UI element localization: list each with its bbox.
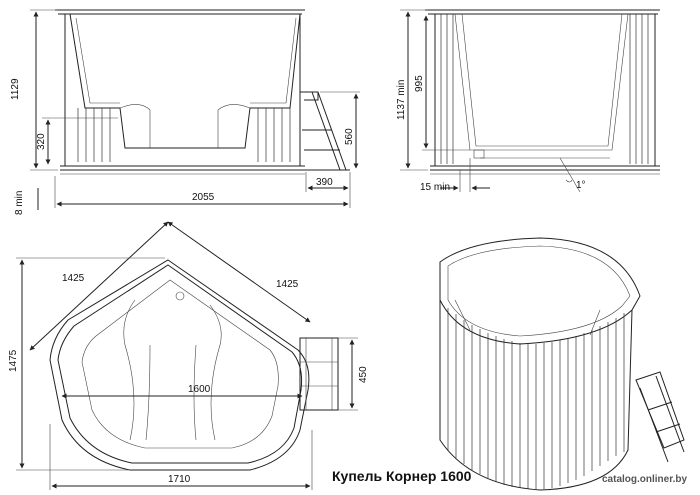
- plan-view: 1425 1425 1475 1600 450 1710: [8, 221, 369, 490]
- dim-side-offset: 15 min: [420, 182, 450, 193]
- dim-step-depth: 390: [316, 177, 333, 188]
- plan-step: [299, 337, 339, 411]
- front-slats: [77, 108, 291, 162]
- dim-front-width: 2055: [192, 192, 215, 203]
- perspective-view: [439, 237, 685, 491]
- dim-seat-height: 320: [36, 133, 47, 150]
- dim-leg-gap: 8 min: [14, 191, 25, 215]
- dim-plan-side-right: 1425: [276, 279, 299, 290]
- dim-side-inner-depth: 995: [414, 75, 425, 92]
- dim-side-height: 1137 min: [396, 80, 407, 120]
- front-step: [300, 91, 350, 171]
- side-view: 1137 min 995 15 min 1°: [396, 9, 660, 193]
- caption: Купель Корнер 1600: [332, 468, 472, 484]
- perspective-slats: [447, 308, 625, 490]
- dim-step-height: 560: [344, 128, 355, 145]
- dim-plan-depth: 1475: [8, 349, 19, 372]
- dim-plan-step-width: 450: [358, 366, 369, 383]
- front-view: 1129 320 560 390 8 min 2055: [10, 9, 360, 215]
- dim-plan-overall-width: 1710: [168, 474, 191, 485]
- dim-front-height: 1129: [10, 78, 21, 100]
- side-slats: [440, 14, 649, 164]
- watermark: catalog.onliner.by: [602, 474, 687, 485]
- perspective-step: [635, 371, 685, 463]
- dim-plan-inner-width: 1600: [188, 384, 211, 395]
- dim-side-slope: 1°: [576, 180, 586, 191]
- dim-plan-side-left: 1425: [62, 273, 85, 284]
